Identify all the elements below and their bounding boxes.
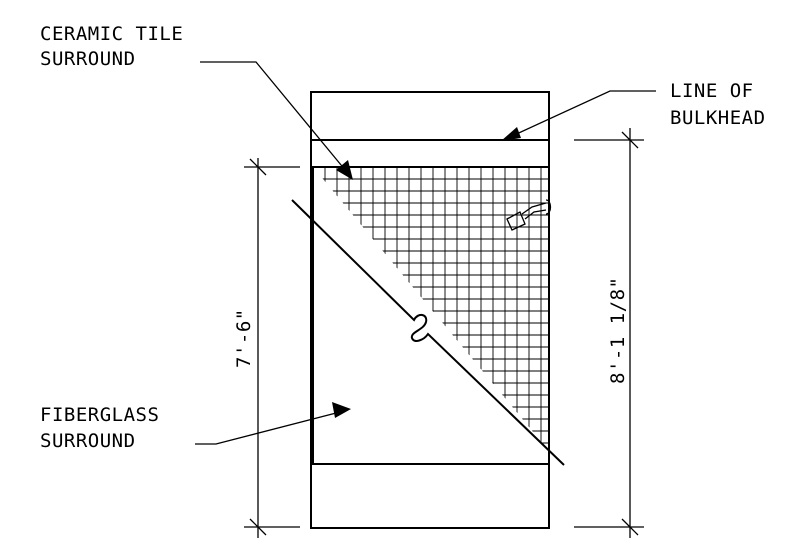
fiberglass-label-line2: SURROUND [40,430,136,452]
bulkhead-leader [501,90,656,141]
ceramic-label-line1: CERAMIC TILE [40,23,183,45]
ceramic-tile-leader [200,61,353,180]
diagonal-break-line [291,199,565,466]
bulkhead-label-line2: BULKHEAD [670,107,766,129]
dimension-left [244,158,300,538]
bulkhead-label-line1: LINE OF [670,80,754,102]
shower-outer-frame [310,91,550,529]
dimension-right [574,128,644,538]
shower-head-icon [506,199,552,231]
dimension-right-label: 8'-1 1/8" [607,277,629,384]
ceramic-tile-grid [313,167,549,451]
fiberglass-label-line1: FIBERGLASS [40,404,159,426]
dimension-left-label: 7'-6" [233,308,255,368]
fiberglass-leader [195,402,351,445]
ceramic-label-line2: SURROUND [40,48,136,70]
